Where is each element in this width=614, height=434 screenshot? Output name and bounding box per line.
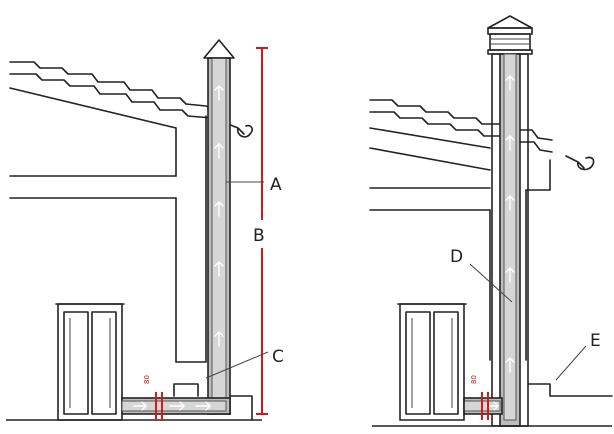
callout-d-leader xyxy=(469,263,513,303)
callout-c-leader xyxy=(205,351,269,379)
flow-arrow-up-icon xyxy=(214,143,224,159)
right-clearance-label: 80 xyxy=(470,375,478,384)
left-clearance-marker: 80 xyxy=(143,375,163,420)
left-flue-pipe xyxy=(121,39,235,415)
flow-arrow-up-icon xyxy=(505,267,515,283)
left-stove xyxy=(55,303,125,421)
right-chimney xyxy=(463,53,529,427)
label-c: C xyxy=(272,347,284,367)
left-rain-cap-icon xyxy=(203,39,235,59)
flow-arrow-up-icon xyxy=(505,135,515,151)
flow-arrow-up-icon xyxy=(214,85,224,101)
flow-arrow-up-icon xyxy=(214,331,224,347)
left-flow-arrows xyxy=(133,85,224,411)
left-gutter xyxy=(227,123,253,138)
right-gutter xyxy=(565,155,595,171)
flow-arrow-up-icon xyxy=(214,201,224,217)
right-clearance-marker: 80 xyxy=(470,375,489,420)
flow-arrow-right-icon xyxy=(169,401,185,411)
right-installation: 80 D E xyxy=(369,15,613,427)
label-b: B xyxy=(253,226,265,246)
label-b-backdrop xyxy=(250,220,274,248)
left-clearance-label: 80 xyxy=(143,375,151,384)
flow-arrow-up-icon xyxy=(505,357,515,373)
label-a: A xyxy=(270,175,282,195)
left-wall-base xyxy=(6,383,262,421)
flow-arrow-up-icon xyxy=(214,261,224,277)
flow-arrow-up-icon xyxy=(505,195,515,211)
label-d: D xyxy=(450,247,463,267)
right-flow-arrows xyxy=(485,75,515,411)
flow-arrow-right-icon xyxy=(195,401,211,411)
flow-arrow-up-icon xyxy=(505,75,515,91)
left-installation: 80 A B C xyxy=(6,39,284,421)
right-roof xyxy=(369,99,553,361)
right-chimney-cap-icon xyxy=(487,15,533,55)
callout-e-leader xyxy=(555,345,587,381)
flow-arrow-right-icon xyxy=(133,401,147,411)
label-e: E xyxy=(590,331,601,351)
right-stove xyxy=(397,303,467,421)
left-roof xyxy=(9,61,217,363)
right-wall-base xyxy=(527,383,613,397)
